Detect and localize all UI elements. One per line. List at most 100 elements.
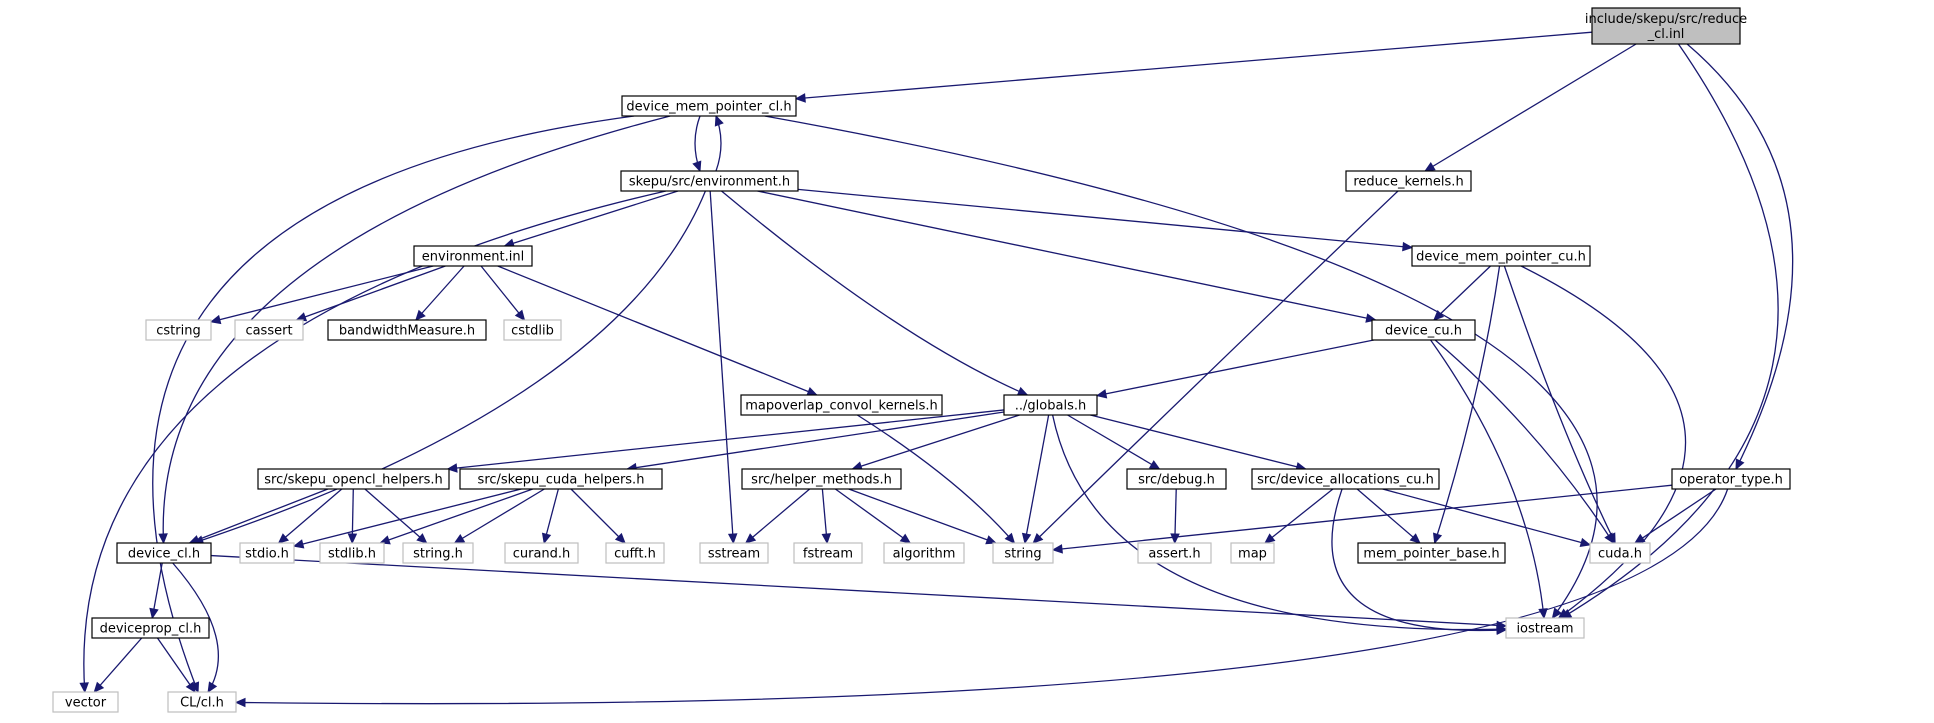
edge-env_inl-to-bandwidth [415,265,465,321]
node-label: bandwidthMeasure.h [339,324,475,339]
arrowhead-dmp_cl-to-env_h [692,160,702,173]
arrowhead-operator_type-to-string [1051,544,1063,554]
node-device_cu[interactable]: device_cu.h [1371,319,1476,341]
node-operator_type[interactable]: operator_type.h [1671,468,1791,490]
node-label: src/skepu_opencl_helpers.h [264,473,442,488]
node-cuda_helpers[interactable]: src/skepu_cuda_helpers.h [459,468,663,490]
node-box [504,542,579,564]
arrowhead-helper_methods-to-string [985,535,997,545]
node-label: environment.inl [422,250,524,265]
node-label: mapoverlap_convol_kernels.h [745,399,937,414]
node-box [793,542,863,564]
node-box [605,542,665,564]
node-cassert: cassert [234,319,304,341]
edges-layer [79,31,1794,708]
arrowhead-reduce_kernels-to-string [1032,532,1044,544]
node-stdlib: stdlib.h [319,542,385,564]
node-dmp_cu[interactable]: device_mem_pointer_cu.h [1411,245,1591,267]
arrowhead-dmp_cu-to-iostream [1557,608,1570,619]
edge-globals-to-helper_methods [852,414,1020,470]
arrowhead-device_cl-to-cl_h [207,681,218,694]
node-box [52,691,119,713]
node-cufft: cufft.h [605,542,665,564]
arrowhead-debug-to-assert_h [1170,533,1180,545]
node-box [740,394,943,416]
edge-env_h-to-vector [83,190,667,693]
edge-operator_type-to-cl_h [235,488,1729,705]
edge-env_h-to-device_cl [193,190,707,544]
node-box [503,319,562,341]
arrowhead-dev_alloc-to-mem_pointer_base [1409,533,1421,544]
node-deviceprop[interactable]: deviceprop_cl.h [91,617,210,639]
arrowhead-env_h-to-vector [79,682,89,694]
edge-env_inl-to-cstring [210,265,434,323]
edge-dev_alloc-to-mem_pointer_base [1356,488,1421,544]
edge-root-to-dmp_cl [795,31,1593,100]
node-label: curand.h [513,547,571,562]
node-string: string [992,542,1054,564]
node-cstring: cstring [145,319,212,341]
node-box [1251,468,1440,490]
arrowhead-dmp_cl-to-device_cl [158,533,168,545]
edge-device_cl-to-iostream [210,554,1507,627]
node-label: iostream [1516,622,1573,637]
node-box [1230,542,1275,564]
edge-env_h-to-env_inl [504,190,679,247]
node-dmp_cl[interactable]: device_mem_pointer_cl.h [621,95,797,117]
node-helper_methods[interactable]: src/helper_methods.h [741,468,902,490]
node-box [1371,319,1476,341]
arrowhead-deviceprop-to-cl_h [185,681,196,694]
arrowhead-device_cu-to-cuda_h [1604,532,1615,545]
arrowhead-helper_methods-to-sstream [744,533,757,544]
node-sstream: sstream [699,542,769,564]
edge-env_inl-to-cassert [296,265,446,321]
node-device_cl[interactable]: device_cl.h [116,542,212,564]
arrowhead-operator_type-to-cl_h [234,697,246,708]
edge-opencl_helpers-to-stdio [278,488,343,544]
node-reduce_kernels[interactable]: reduce_kernels.h [1345,170,1472,192]
node-box [741,468,902,490]
node-mem_pointer_base[interactable]: mem_pointer_base.h [1357,542,1506,564]
node-bandwidth[interactable]: bandwidthMeasure.h [327,319,487,341]
edge-dmp_cu-to-cuda_h [1503,265,1616,544]
edge-device_cu-to-globals [1096,339,1374,397]
edge-device_cl-to-cl_h [172,562,220,693]
node-box [1137,542,1212,564]
node-label: assert.h [1148,547,1200,562]
edge-globals-to-opencl_helpers [447,409,1005,470]
node-box [992,542,1054,564]
node-label: stdlib.h [328,547,376,562]
node-env_h[interactable]: skepu/src/environment.h [620,170,799,192]
node-dev_alloc[interactable]: src/device_allocations_cu.h [1251,468,1440,490]
arrowhead-cuda_helpers-to-string_h [453,534,466,544]
arrowhead-opencl_helpers-to-stdio [277,533,290,544]
arrowhead-device_cl-to-iostream [1496,620,1508,631]
node-box [234,319,304,341]
nodes-layer: include/skepu/src/reduce_cl.inl device_me… [52,7,1791,713]
edge-root-to-iostream [1561,43,1779,619]
node-debug[interactable]: src/debug.h [1126,468,1227,490]
arrowhead-globals-to-string [1021,532,1032,545]
node-mapoverlap[interactable]: mapoverlap_convol_kernels.h [740,394,943,416]
node-globals[interactable]: ../globals.h [1003,394,1098,416]
arrowhead-device_cu-to-globals [1095,389,1108,399]
node-box [413,245,533,267]
node-label: vector [65,696,107,711]
node-root[interactable]: include/skepu/src/reduce_cl.inl [1585,7,1747,45]
edge-opencl_helpers-to-device_cl [189,488,329,544]
arrowhead-globals-to-debug [1148,460,1161,470]
node-opencl_helpers[interactable]: src/skepu_opencl_helpers.h [257,468,450,490]
arrowhead-opencl_helpers-to-string_h [416,533,428,544]
arrowhead-root-to-reduce_kernels [1424,162,1436,172]
node-label: operator_type.h [1679,473,1783,488]
node-env_inl[interactable]: environment.inl [413,245,533,267]
arrowhead-opencl_helpers-to-device_cl [188,535,201,544]
node-box [239,542,295,564]
edge-reduce_kernels-to-string [1032,190,1399,544]
node-box [1505,617,1585,639]
node-cuda_h: cuda.h [1589,542,1651,564]
node-label: ../globals.h [1015,399,1086,414]
node-label: cuda.h [1598,547,1642,562]
arrowhead-root-to-operator_type [1735,458,1745,471]
arrowhead-deviceprop-to-vector [93,681,105,693]
